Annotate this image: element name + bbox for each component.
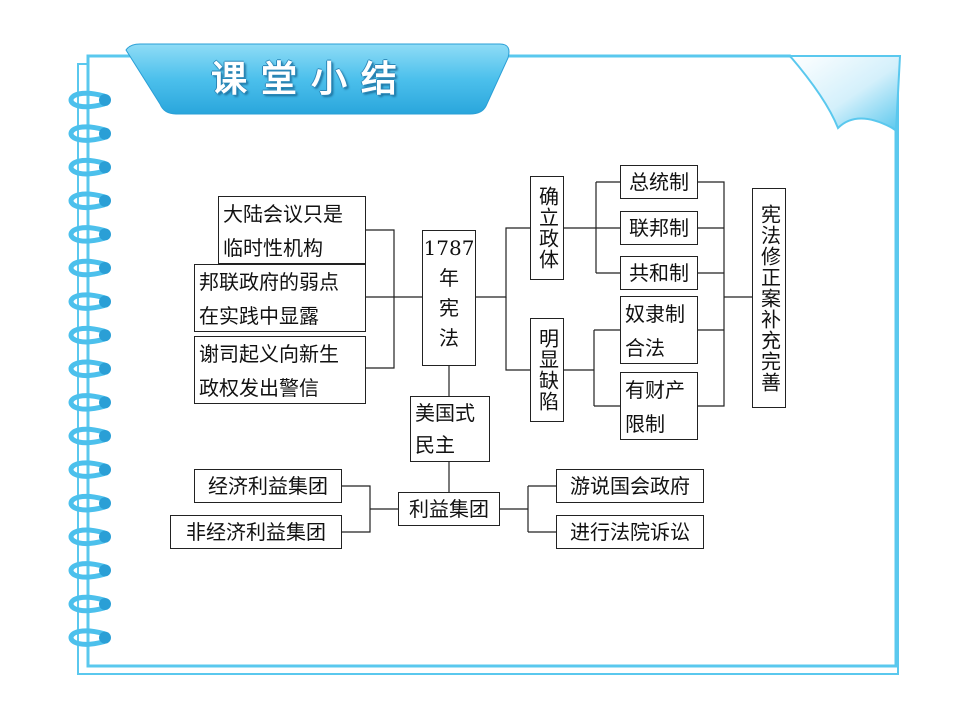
spiral-hole <box>99 497 111 510</box>
spiral-ring <box>68 191 107 211</box>
spiral-ring <box>68 460 107 479</box>
spiral-ring <box>68 90 107 110</box>
litigation-box: 进行法院诉讼 <box>556 515 704 549</box>
american-democracy-box: 美国式民主 <box>410 396 490 462</box>
spiral-hole <box>99 564 111 577</box>
spiral-ring <box>68 325 107 345</box>
spiral-ring <box>68 493 107 513</box>
spiral-hole <box>99 94 111 106</box>
republic-system-box: 共和制 <box>620 256 698 290</box>
spiral-ring <box>68 561 107 580</box>
spiral-hole <box>99 598 111 610</box>
spiral-ring <box>68 258 107 278</box>
spiral-hole <box>99 463 111 476</box>
spiral-hole <box>99 362 111 375</box>
spiral-hole <box>99 194 111 207</box>
spiral-ring <box>68 594 107 614</box>
spiral-ring <box>68 527 107 547</box>
spiral-hole <box>99 161 111 174</box>
presidential-system-box: 总统制 <box>620 165 698 199</box>
cause-box-1: 大陆会议只是临时性机构 <box>218 196 366 264</box>
economic-group-box: 经济利益集团 <box>194 469 342 503</box>
page-title: 课堂小结 <box>210 59 411 100</box>
spiral-ring <box>68 628 107 647</box>
lobbying-box: 游说国会政府 <box>556 469 704 503</box>
slavery-legal-box: 奴隶制合法 <box>620 296 698 364</box>
spiral-hole <box>99 396 111 409</box>
cause-box-2: 邦联政府的弱点在实践中显露 <box>194 264 366 332</box>
establish-polity-box: 确立政体 <box>530 176 564 280</box>
non-economic-group-box: 非经济利益集团 <box>170 515 342 549</box>
spiral-ring <box>68 124 107 143</box>
interest-groups-box: 利益集团 <box>398 492 500 526</box>
spiral-hole <box>99 430 111 442</box>
spiral-hole <box>99 329 111 342</box>
spiral-ring <box>68 426 107 446</box>
spiral-ring <box>68 393 107 412</box>
spiral-hole <box>99 295 111 308</box>
spiral-ring <box>68 359 107 379</box>
spiral-hole <box>99 127 111 140</box>
spiral-hole <box>99 262 111 274</box>
spiral-hole <box>99 228 111 241</box>
spiral-ring <box>68 157 107 177</box>
amendments-box: 宪法修正案补充完善 <box>752 188 786 408</box>
spiral-hole <box>99 631 111 644</box>
spiral-ring <box>68 225 107 244</box>
spiral-binding <box>68 90 111 647</box>
obvious-defects-box: 明显缺陷 <box>530 318 564 422</box>
property-limit-box: 有财产限制 <box>620 372 698 440</box>
federal-system-box: 联邦制 <box>620 211 698 245</box>
spiral-hole <box>99 530 111 543</box>
spiral-ring <box>68 292 107 311</box>
cause-box-3: 谢司起义向新生政权发出警信 <box>194 336 366 404</box>
